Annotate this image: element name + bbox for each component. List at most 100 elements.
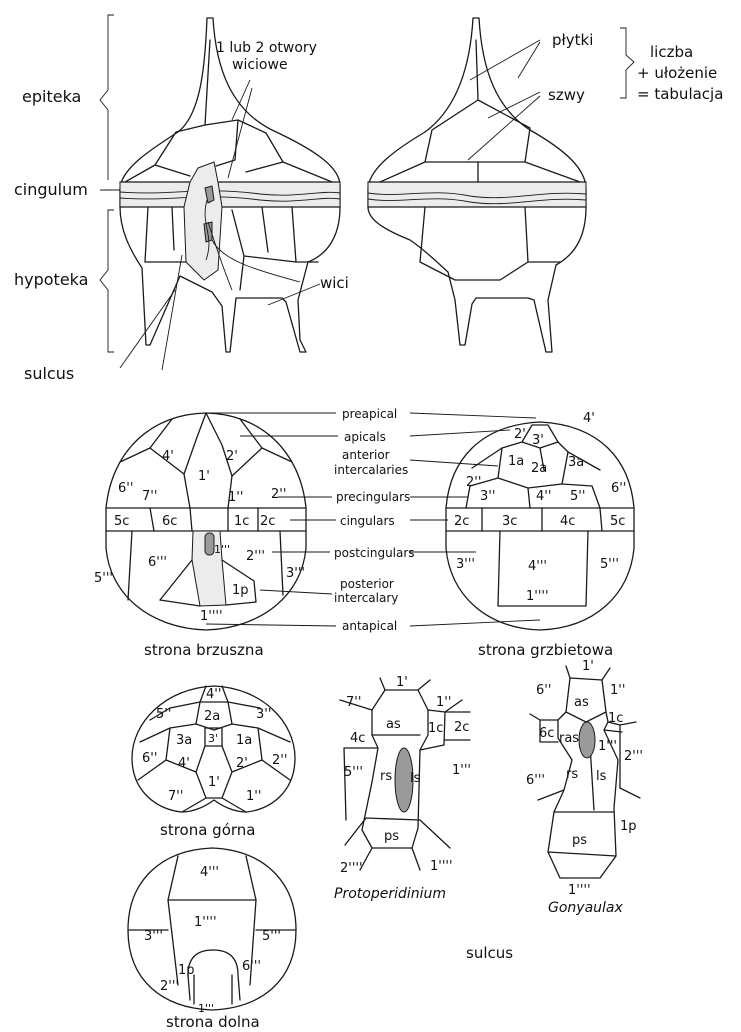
plate-label: 1c xyxy=(234,514,249,529)
plate-label: 1'' xyxy=(436,695,451,710)
plate-label: 2'' xyxy=(272,753,287,768)
plate-label: 6'' xyxy=(611,481,626,496)
plate-label: 2''' xyxy=(624,749,643,764)
plate-label: 5c xyxy=(114,514,129,529)
plate-label: 3''' xyxy=(286,566,305,581)
caption-bottom: strona dolna xyxy=(166,1013,260,1031)
plate-label: 6'' xyxy=(142,751,157,766)
plate-label: 1c xyxy=(608,711,623,726)
plate-label: 4''' xyxy=(528,559,547,574)
plate-label: 6c xyxy=(162,514,177,529)
plate-label: 3a xyxy=(176,733,192,748)
plate-label: 4'' xyxy=(536,489,551,504)
label-ulozenie: + ułożenie xyxy=(637,64,717,82)
plate-label: 4c xyxy=(560,514,575,529)
cell-dorsal-diagram xyxy=(368,18,586,352)
plate-label: 5'' xyxy=(156,707,171,722)
plate-label: 1'' xyxy=(228,490,243,505)
plate-label: 5'' xyxy=(570,489,585,504)
plate-label: 3c xyxy=(502,514,517,529)
plate-label: 2' xyxy=(514,427,526,442)
plate-label: 1''' xyxy=(598,739,617,754)
term-precingulars: precingulars xyxy=(336,490,410,504)
plate-label: 1p xyxy=(232,583,249,598)
plate-label: 4c xyxy=(350,731,365,746)
plate-label: 2'' xyxy=(466,475,481,490)
caption-protoperidinium: Protoperidinium xyxy=(334,886,446,902)
plate-label: 4' xyxy=(583,411,595,426)
term-preapical: preapical xyxy=(342,407,397,421)
term-intercalary: intercalary xyxy=(334,591,398,605)
plate-label: 4''' xyxy=(200,865,219,880)
plate-label: 1' xyxy=(396,675,408,690)
plate-label: 6c xyxy=(539,726,554,741)
plate-label: 5''' xyxy=(344,765,363,780)
label-plytki: płytki xyxy=(552,31,593,49)
plate-label: 2''' xyxy=(160,979,179,994)
plate-label: 1'' xyxy=(610,683,625,698)
caption-sulcus: sulcus xyxy=(466,944,513,962)
plate-label: 1c xyxy=(428,721,443,736)
plate-label: 2c xyxy=(454,720,469,735)
caption-top: strona górna xyxy=(160,821,255,839)
plate-label: 6''' xyxy=(242,959,261,974)
plate-label: 1'''' xyxy=(430,859,453,874)
plate-label: 3a xyxy=(568,455,584,470)
plates-ventral-diagram xyxy=(106,413,306,630)
term-antapical: antapical xyxy=(342,619,397,633)
label-sulcus: sulcus xyxy=(24,364,74,383)
label-otwory-1: 1 lub 2 otwory xyxy=(216,40,317,56)
plate-label: 2''' xyxy=(246,549,265,564)
plate-label: 2c xyxy=(260,514,275,529)
plate-label: 5''' xyxy=(94,571,113,586)
plate-label: ps xyxy=(572,833,587,848)
plate-label: 2' xyxy=(226,449,238,464)
plate-label: ps xyxy=(384,829,399,844)
plate-label: 5''' xyxy=(600,557,619,572)
term-posterior: posterior xyxy=(340,577,394,591)
plate-label: 1' xyxy=(208,775,220,790)
plate-label: 1'''' xyxy=(200,609,223,624)
plate-label: 3''' xyxy=(144,929,163,944)
label-liczba: liczba xyxy=(650,43,693,61)
plate-label: ls xyxy=(410,771,421,786)
plate-label: 3''' xyxy=(456,557,475,572)
labels-antapical-plates: 4''' 3''' 1'''' 5''' 1p 2''' 6''' 1''' xyxy=(144,865,281,1015)
plate-label: 7'' xyxy=(346,695,361,710)
labels-gonyaulax-plates: 1' 6'' 1'' as 6c ras 1c 1''' 2''' rs ls … xyxy=(526,659,643,898)
plate-label: 6''' xyxy=(526,773,545,788)
plate-label: 1'''' xyxy=(194,915,217,930)
apical-view-diagram xyxy=(132,686,295,812)
plate-label: ras xyxy=(559,731,579,746)
plate-label: 1p xyxy=(620,819,637,834)
plate-label: 7'' xyxy=(168,789,183,804)
label-tabulacja: = tabulacja xyxy=(637,85,723,103)
plate-label: as xyxy=(386,717,401,732)
plate-label: 4' xyxy=(162,449,174,464)
label-szwy: szwy xyxy=(548,86,585,104)
plate-label: 2'''' xyxy=(340,861,363,876)
plate-label: 3' xyxy=(532,433,544,448)
plate-label: 3'' xyxy=(480,489,495,504)
plate-label: 2c xyxy=(454,514,469,529)
caption-ventral: strona brzuszna xyxy=(144,641,264,659)
plate-label: rs xyxy=(566,767,578,782)
plate-label: ls xyxy=(596,769,607,784)
plate-label: 1a xyxy=(508,454,524,469)
plate-label: 1''' xyxy=(452,763,471,778)
label-hypoteka: hypoteka xyxy=(14,270,88,289)
plate-label: 2a xyxy=(531,461,547,476)
plate-label: 1''' xyxy=(214,543,230,556)
plate-label: 2' xyxy=(236,756,248,771)
plate-label: 4' xyxy=(178,756,190,771)
label-otwory-2: wiciowe xyxy=(232,57,288,73)
caption-dorsal: strona grzbietowa xyxy=(478,641,613,659)
plate-label: 1a xyxy=(236,733,252,748)
plate-label: 3'' xyxy=(256,707,271,722)
plate-label: 1' xyxy=(198,469,210,484)
label-epiteka: epiteka xyxy=(22,87,81,106)
plate-label: 1' xyxy=(582,659,594,674)
plate-label: 6''' xyxy=(148,555,167,570)
term-cingulars: cingulars xyxy=(340,514,395,528)
